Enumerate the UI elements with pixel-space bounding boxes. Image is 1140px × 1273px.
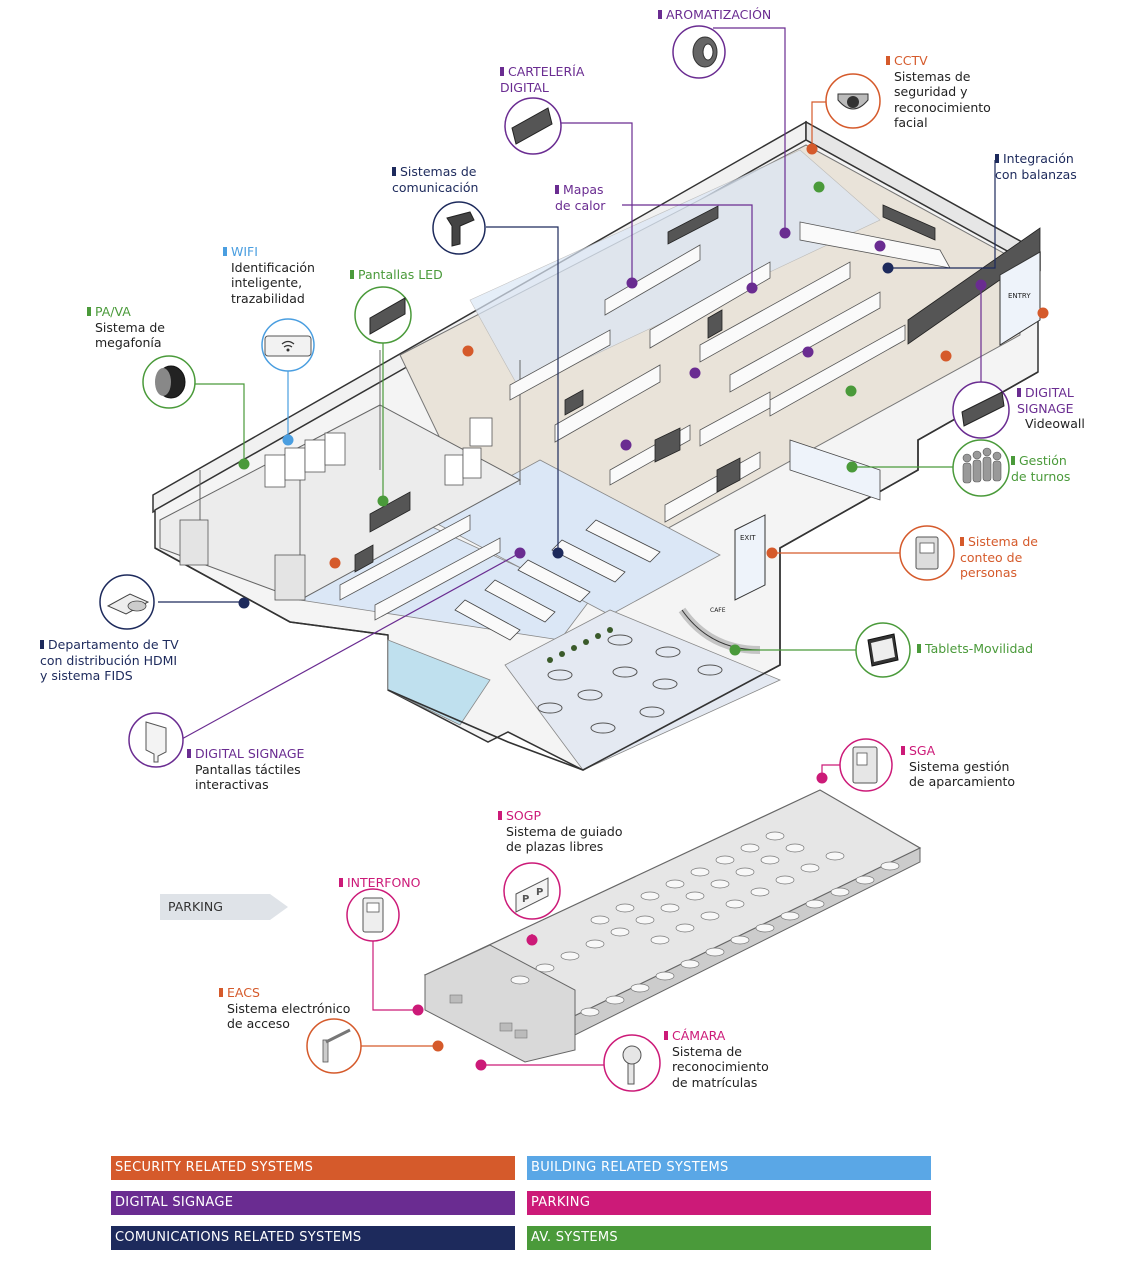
label-carteleria: CARTELERÍA DIGITAL bbox=[500, 64, 584, 95]
label-pantallas-led-title: Pantallas LED bbox=[350, 267, 443, 283]
led-screen-icon bbox=[354, 286, 412, 344]
touchscreen-kiosk-icon bbox=[128, 712, 184, 768]
legend-digital: DIGITAL SIGNAGE bbox=[111, 1191, 515, 1215]
label-mapas: Mapas de calor bbox=[555, 182, 605, 213]
label-pava-desc: Sistema de megafonía bbox=[95, 319, 165, 351]
tv-distribution-icon bbox=[99, 574, 155, 630]
svg-text:P: P bbox=[536, 887, 543, 898]
label-cctv: CCTV Sistemas de seguridad y reconocimie… bbox=[886, 53, 991, 131]
label-tv: Departamento de TV con distribución HDMI… bbox=[40, 637, 179, 684]
label-camara: CÁMARA Sistema de reconocimiento de matr… bbox=[664, 1028, 769, 1090]
legend-communications: COMUNICATIONS RELATED SYSTEMS bbox=[111, 1226, 515, 1250]
label-integracion: Integración con balanzas bbox=[995, 151, 1077, 182]
parking-guidance-icon: P P bbox=[503, 862, 561, 920]
legend-security: SECURITY RELATED SYSTEMS bbox=[111, 1156, 515, 1180]
parking-management-icon bbox=[839, 738, 893, 792]
label-sogp-title: SOGP bbox=[498, 808, 623, 824]
legend-parking: PARKING bbox=[527, 1191, 931, 1215]
label-conteo: Sistema de conteo de personas bbox=[960, 534, 1038, 581]
label-videowall-desc: Videowall bbox=[1025, 416, 1085, 431]
legend-av: AV. SYSTEMS bbox=[527, 1226, 931, 1250]
label-aromatizacion-title: AROMATIZACIÓN bbox=[658, 7, 771, 23]
label-eacs-title: EACS bbox=[219, 985, 350, 1001]
label-wifi-desc: Identificación inteligente, trazabilidad bbox=[231, 259, 315, 306]
label-sga-desc: Sistema gestión de aparcamiento bbox=[909, 758, 1016, 790]
label-pantallas-led: Pantallas LED bbox=[350, 267, 443, 283]
legend-building: BUILDING RELATED SYSTEMS bbox=[527, 1156, 931, 1180]
label-turnos: Gestión de turnos bbox=[1011, 453, 1070, 484]
store-building: ENTRY EXIT CAFE bbox=[152, 120, 1041, 771]
label-wifi: WIFI Identificación inteligente, trazabi… bbox=[223, 244, 315, 306]
parking-tag: PARKING bbox=[160, 894, 290, 920]
exit-sign: EXIT bbox=[740, 534, 756, 542]
label-tactiles-title: DIGITAL SIGNAGE bbox=[187, 746, 304, 762]
videowall-icon bbox=[952, 381, 1010, 439]
connector-lines bbox=[158, 27, 996, 1066]
lpr-camera-icon bbox=[603, 1034, 661, 1092]
label-comunicacion-title: Sistemas de comunicación bbox=[392, 164, 479, 195]
aroma-diffuser-icon bbox=[672, 25, 726, 79]
svg-text:P: P bbox=[522, 894, 529, 905]
label-cctv-desc: Sistemas de seguridad y reconocimiento f… bbox=[894, 68, 991, 131]
label-turnos-title: Gestión de turnos bbox=[1011, 453, 1071, 484]
label-integracion-title: Integración con balanzas bbox=[995, 151, 1077, 182]
cafe-sign: CAFE bbox=[710, 607, 726, 614]
cctv-camera-icon bbox=[825, 73, 881, 129]
wifi-access-point-icon bbox=[261, 318, 315, 372]
label-videowall: DIGITAL SIGNAGE Videowall bbox=[1017, 385, 1085, 432]
label-carteleria-title: CARTELERÍA DIGITAL bbox=[500, 64, 585, 95]
marker-dots bbox=[238, 143, 1049, 1071]
parking-tag-label: PARKING bbox=[168, 899, 223, 914]
label-sga-title: SGA bbox=[901, 743, 1015, 759]
label-eacs-desc: Sistema electrónico de acceso bbox=[227, 1000, 351, 1032]
parking-building bbox=[423, 789, 922, 1063]
label-camara-desc: Sistema de reconocimiento de matrículas bbox=[672, 1043, 769, 1090]
label-sga: SGA Sistema gestión de aparcamiento bbox=[901, 743, 1015, 790]
label-sogp-desc: Sistema de guiado de plazas libres bbox=[506, 823, 623, 855]
label-eacs: EACS Sistema electrónico de acceso bbox=[219, 985, 350, 1032]
label-wifi-title: WIFI bbox=[223, 244, 315, 260]
label-pava: PA/VA Sistema de megafonía bbox=[87, 304, 165, 351]
label-camara-title: CÁMARA bbox=[664, 1028, 769, 1044]
people-counter-icon bbox=[899, 525, 955, 581]
label-cctv-title: CCTV bbox=[886, 53, 991, 69]
label-videowall-title: DIGITAL SIGNAGE bbox=[1017, 385, 1085, 416]
label-conteo-title: Sistema de conteo de personas bbox=[960, 534, 1038, 580]
label-aromatizacion: AROMATIZACIÓN bbox=[658, 7, 771, 23]
queue-people-icon bbox=[952, 439, 1010, 497]
digital-sign-icon bbox=[504, 97, 562, 155]
label-interfono: INTERFONO bbox=[339, 875, 420, 891]
label-tablets-title: Tablets-Movilidad bbox=[917, 641, 1033, 657]
label-tactiles-desc: Pantallas táctiles interactivas bbox=[195, 761, 301, 793]
label-interfono-title: INTERFONO bbox=[339, 875, 420, 891]
intercom-icon bbox=[346, 888, 400, 942]
communication-speaker-icon bbox=[432, 201, 486, 255]
label-mapas-title: Mapas de calor bbox=[555, 182, 606, 213]
entry-sign: ENTRY bbox=[1008, 292, 1031, 300]
access-barrier-icon bbox=[306, 1018, 362, 1074]
parking-arrow-shape bbox=[160, 894, 288, 920]
label-pava-title: PA/VA bbox=[87, 304, 165, 320]
label-comunicacion: Sistemas de comunicación bbox=[392, 164, 478, 195]
tablet-icon bbox=[855, 622, 911, 678]
label-sogp: SOGP Sistema de guiado de plazas libres bbox=[498, 808, 623, 855]
label-tablets: Tablets-Movilidad bbox=[917, 641, 1033, 657]
pa-speaker-icon bbox=[142, 355, 196, 409]
label-tv-title: Departamento de TV con distribución HDMI… bbox=[40, 637, 179, 683]
label-tactiles: DIGITAL SIGNAGE Pantallas táctiles inter… bbox=[187, 746, 304, 793]
